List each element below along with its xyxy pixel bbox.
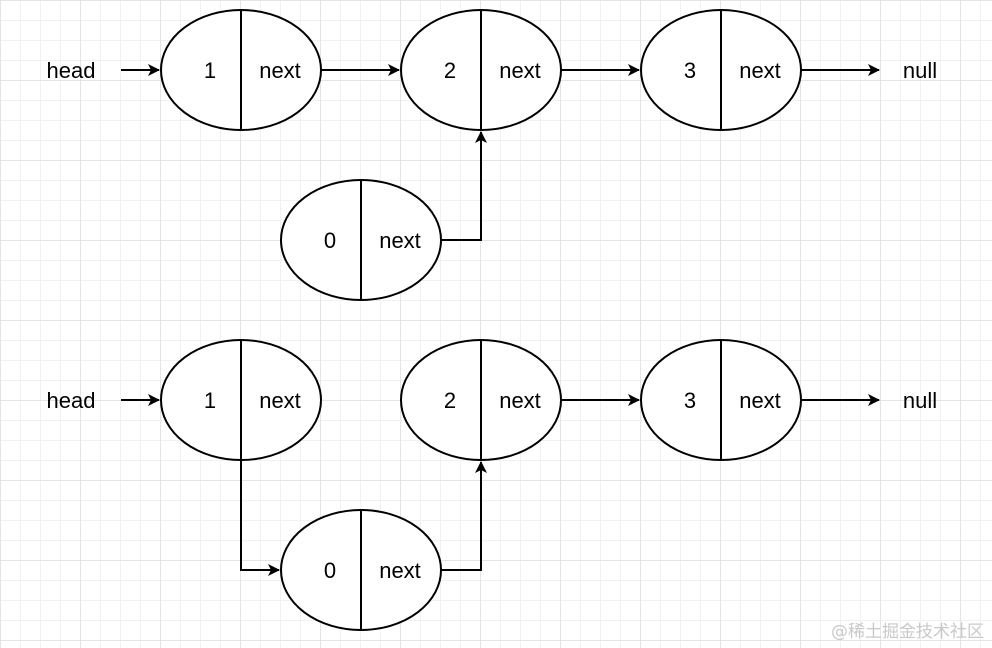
node-0-value: 0 — [324, 228, 336, 253]
null-label: null — [903, 58, 937, 83]
node-2-pointer: next — [499, 58, 541, 83]
node-1-value: 1 — [204, 58, 216, 83]
node-1: 1 next — [160, 339, 322, 461]
node-1-value: 1 — [204, 388, 216, 413]
node-2-pointer: next — [499, 388, 541, 413]
node-0: 0 next — [280, 179, 442, 301]
node-2: 2 next — [400, 339, 562, 461]
node-1-pointer: next — [259, 388, 301, 413]
diagram-bottom: head null 1 next 2 next 3 next 0 nex — [47, 339, 937, 631]
node-3: 3 next — [640, 9, 802, 131]
node-3: 3 next — [640, 339, 802, 461]
node-3-value: 3 — [684, 388, 696, 413]
node-0-value: 0 — [324, 558, 336, 583]
node-0-pointer: next — [379, 228, 421, 253]
arrow-node-0-to-node-2 — [441, 131, 487, 241]
node-3-pointer: next — [739, 58, 781, 83]
arrow-node-0-to-node-2 — [441, 461, 487, 571]
head-label: head — [47, 388, 96, 413]
node-0-pointer: next — [379, 558, 421, 583]
head-label: head — [47, 58, 96, 83]
node-3-pointer: next — [739, 388, 781, 413]
null-label: null — [903, 388, 937, 413]
node-2-value: 2 — [444, 58, 456, 83]
arrow-node-1-to-node-0 — [240, 460, 280, 576]
node-1-pointer: next — [259, 58, 301, 83]
watermark: @稀土掘金技术社区 — [831, 622, 984, 642]
node-3-value: 3 — [684, 58, 696, 83]
node-2-value: 2 — [444, 388, 456, 413]
diagram-top: head null 1 next 2 next 3 next 0 nex — [47, 9, 937, 301]
node-0: 0 next — [280, 509, 442, 631]
node-2: 2 next — [400, 9, 562, 131]
node-1: 1 next — [160, 9, 322, 131]
